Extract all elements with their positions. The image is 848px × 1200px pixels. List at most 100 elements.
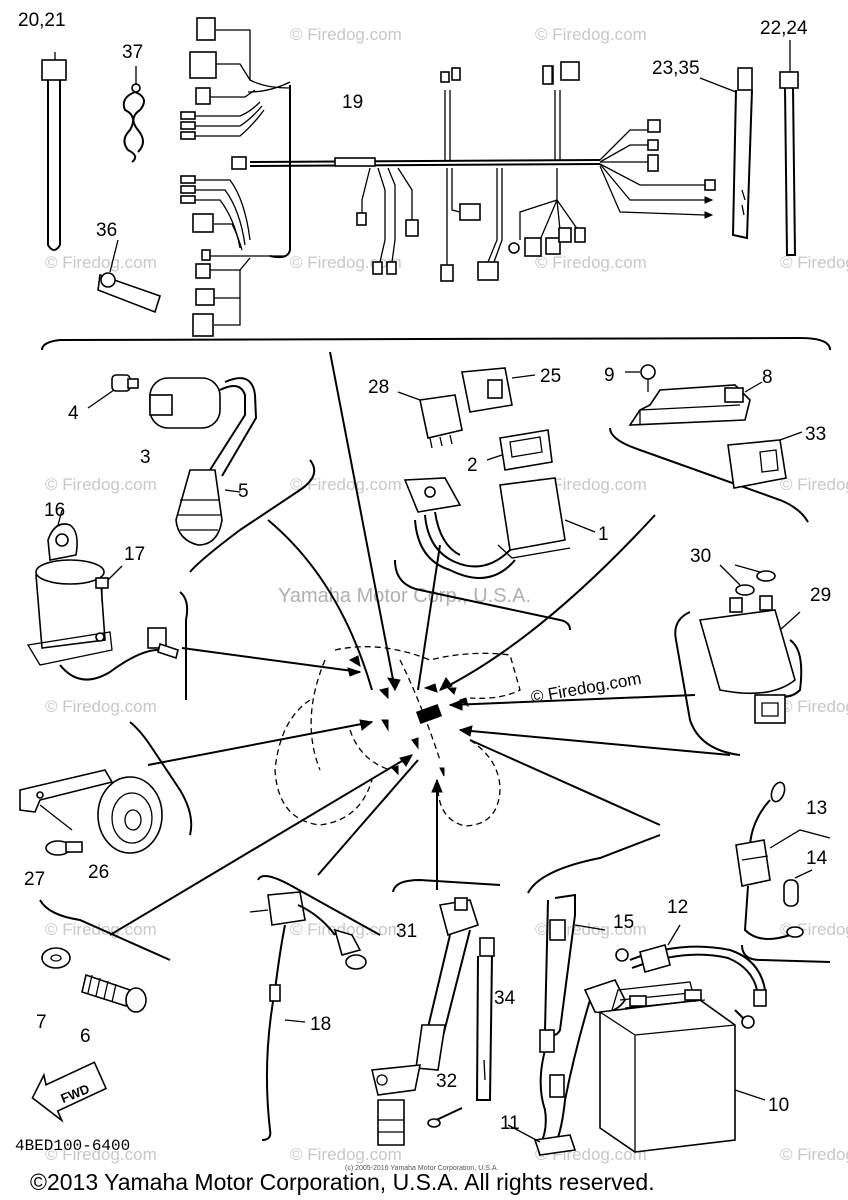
starter-relay-29 (698, 595, 803, 724)
washer-7 (41, 947, 71, 969)
watermark: © Firedog.com (290, 920, 402, 939)
part-label-8: 8 (762, 367, 773, 388)
part-label-5: 5 (238, 481, 249, 502)
part-label-23-35: 23,35 (652, 58, 700, 79)
watermark: © Firedog.com (780, 253, 848, 272)
wire-lead-18 (249, 891, 367, 1141)
harness-connector (192, 213, 214, 233)
rectifier-regulator-8 (628, 381, 763, 426)
harness-bracket (41, 336, 831, 351)
part-label-19: 19 (342, 92, 363, 113)
part-label-2: 2 (467, 455, 478, 476)
spark-plug-cap-5 (175, 469, 241, 546)
part-label-16: 16 (44, 500, 65, 521)
part-label-22-24: 22,24 (760, 18, 808, 39)
leader-lines (109, 351, 731, 936)
part-label-31: 31 (396, 921, 417, 942)
part-label-9: 9 (604, 365, 615, 386)
part-label-12: 12 (667, 897, 688, 918)
harness-sleeve (334, 157, 376, 167)
watermark: © Firedog.com (290, 25, 402, 44)
part-label-15: 15 (613, 912, 634, 933)
battery-location-mark (415, 703, 443, 725)
relay-33 (727, 431, 803, 489)
watermark: © Firedog.com (290, 1145, 402, 1164)
harness-left-bundle (269, 85, 291, 259)
part-label-6: 6 (80, 1026, 91, 1047)
part-label-7: 7 (36, 1012, 47, 1033)
relay-28 (397, 391, 463, 449)
harness-connector (189, 51, 217, 79)
part-label-26: 26 (88, 862, 109, 883)
motorcycle-outline (274, 646, 521, 827)
part-label-25: 25 (540, 366, 561, 387)
wire-harness-group (41, 17, 831, 351)
coupler-2 (486, 429, 553, 471)
part-label-36: 36 (96, 220, 117, 241)
part-label-4: 4 (68, 403, 79, 424)
watermark: © Firedog.com (780, 475, 848, 494)
part-label-18: 18 (310, 1014, 331, 1035)
copyright-notice: ©2013 Yamaha Motor Corporation, U.S.A. A… (30, 1169, 655, 1195)
watermark: © Firedog.com (535, 475, 647, 494)
ignition-coil-3 (149, 377, 258, 477)
watermark: © Firedog.com (780, 697, 848, 716)
battery-10 (599, 981, 766, 1153)
part-label-37: 37 (122, 42, 143, 63)
cable-tie-22-24 (779, 40, 799, 256)
watermark: © Firedog.com (290, 475, 402, 494)
watermark: © Firedog.com (45, 475, 157, 494)
cdi-unit-1 (403, 477, 596, 579)
part-label-1: 1 (598, 524, 609, 545)
harness-trunk-2 (249, 163, 601, 167)
cable-tie-34 (475, 937, 495, 1101)
brake-switch-31 (371, 897, 480, 1146)
watermark: © Firedog.com (780, 1145, 848, 1164)
watermark: © Firedog.com (45, 697, 157, 716)
watermark: © Firedog.com (535, 253, 647, 272)
part-label-10: 10 (768, 1095, 789, 1116)
part-label-34: 34 (494, 988, 516, 1009)
cable-tie-23-35 (699, 67, 753, 240)
part-label-13: 13 (806, 798, 827, 819)
harness-connector (195, 87, 211, 105)
harness-trunk (249, 159, 601, 163)
harness-connector (196, 17, 216, 41)
ground-terminal-36 (97, 239, 161, 314)
screw-17 (95, 565, 123, 602)
nuts-30 (719, 564, 776, 596)
cable-tie-20-21 (41, 52, 67, 251)
tiny-copyright: (c) 2005-2016 Yamaha Motor Corporation, … (345, 1165, 498, 1172)
screw-32 (427, 1107, 463, 1128)
part-label-33: 33 (805, 424, 826, 445)
part-label-29: 29 (810, 585, 831, 606)
watermark-yamaha: Yamaha Motor Corp., U.S.A. (278, 585, 531, 607)
part-label-11: 11 (500, 1113, 520, 1134)
part-labels: 20,21 37 19 22,24 23,35 36 28 25 9 8 4 3… (18, 10, 831, 1134)
watermark: © Firedog.com (45, 1145, 157, 1164)
part-label-20-21: 20,21 (18, 10, 66, 31)
part-label-3: 3 (140, 447, 151, 468)
harness-connector (231, 156, 247, 170)
battery-band-15 (543, 893, 606, 1036)
part-label-30: 30 (690, 546, 711, 567)
part-label-17: 17 (124, 544, 145, 565)
watermark: © Firedog.com (45, 253, 157, 272)
neutral-switch-6 (81, 973, 147, 1013)
fuse-holder-13 (735, 781, 831, 940)
bolt-4 (87, 374, 139, 409)
watermark: © Firedog.com (290, 253, 402, 272)
relay-25 (461, 367, 536, 413)
part-label-28: 28 (368, 377, 389, 398)
diagram-part-number: 4BED100-6400 (15, 1137, 130, 1155)
part-label-32: 32 (436, 1071, 457, 1092)
watermark: © Firedog.com (535, 25, 647, 44)
main-switch-16 (26, 509, 179, 681)
wire-clamp-37 (122, 66, 145, 163)
section-brackets (39, 427, 831, 963)
bolt-27 (45, 840, 83, 856)
fuse-14 (783, 869, 813, 907)
horn-26 (19, 769, 163, 854)
forward-arrow: FWD (31, 1061, 108, 1123)
